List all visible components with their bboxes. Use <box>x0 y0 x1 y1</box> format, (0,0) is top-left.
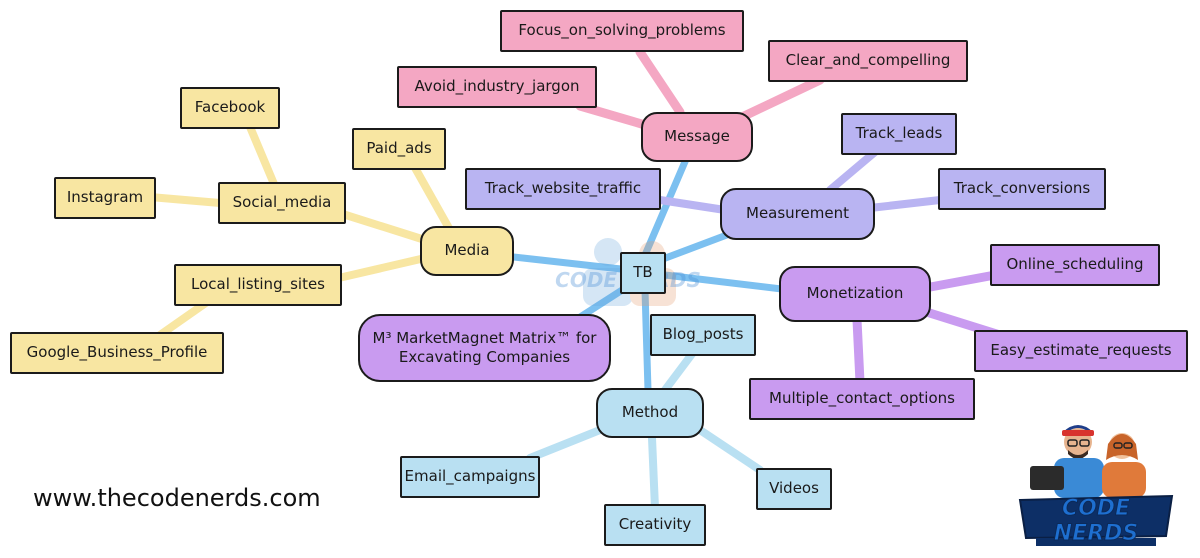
diagram-title: M³ MarketMagnet Matrix™ for Excavating C… <box>358 314 611 382</box>
node-multiple-contact-options: Multiple_contact_options <box>749 378 975 420</box>
node-blog-posts: Blog_posts <box>650 314 756 356</box>
node-track-website-traffic: Track_website_traffic <box>465 168 661 210</box>
node-videos: Videos <box>756 468 832 510</box>
node-instagram: Instagram <box>54 177 156 219</box>
node-google-business-profile: Google_Business_Profile <box>10 332 224 374</box>
link-root-media <box>501 252 634 274</box>
link-message-focus <box>635 47 685 117</box>
link-message-clear <box>735 75 825 123</box>
branch-measurement: Measurement <box>720 188 875 240</box>
node-track-leads: Track_leads <box>841 113 957 155</box>
link-method-creativity <box>648 434 659 512</box>
link-message-jargon <box>575 101 650 130</box>
node-focus-on-solving-problems: Focus_on_solving_problems <box>500 10 744 52</box>
link-monetization-online <box>920 270 1000 293</box>
link-method-blog <box>661 346 699 394</box>
node-social-media: Social_media <box>218 182 346 224</box>
link-measurement-conversions <box>866 196 944 212</box>
node-easy-estimate-requests: Easy_estimate_requests <box>974 330 1188 372</box>
node-local-listing-sites: Local_listing_sites <box>174 264 342 306</box>
link-root-method <box>641 286 652 394</box>
branch-method: Method <box>596 388 704 438</box>
node-paid-ads: Paid_ads <box>352 128 446 170</box>
node-track-conversions: Track_conversions <box>938 168 1106 210</box>
link-method-videos <box>696 426 764 474</box>
link-root-monetization <box>661 271 794 294</box>
branch-media: Media <box>420 226 514 276</box>
link-measurement-leads <box>826 148 879 194</box>
link-media-local <box>326 254 429 284</box>
link-social-instagram <box>146 193 224 207</box>
link-monetization-multiple <box>852 315 865 387</box>
node-clear-and-compelling: Clear_and_compelling <box>768 40 968 82</box>
node-avoid-industry-jargon: Avoid_industry_jargon <box>397 66 597 108</box>
logo-text: CODE NERDS <box>1053 496 1139 547</box>
link-method-email <box>526 424 609 462</box>
node-facebook: Facebook <box>180 87 280 129</box>
code-nerds-logo-icon <box>1018 425 1174 546</box>
branch-message: Message <box>641 112 753 162</box>
node-online-scheduling: Online_scheduling <box>990 244 1160 286</box>
node-email-campaigns: Email_campaigns <box>400 456 540 498</box>
website-url: www.thecodenerds.com <box>33 484 321 512</box>
root-node: TB <box>620 252 666 294</box>
node-creativity: Creativity <box>604 504 706 546</box>
link-measurement-traffic <box>656 196 729 214</box>
branch-monetization: Monetization <box>779 266 931 322</box>
